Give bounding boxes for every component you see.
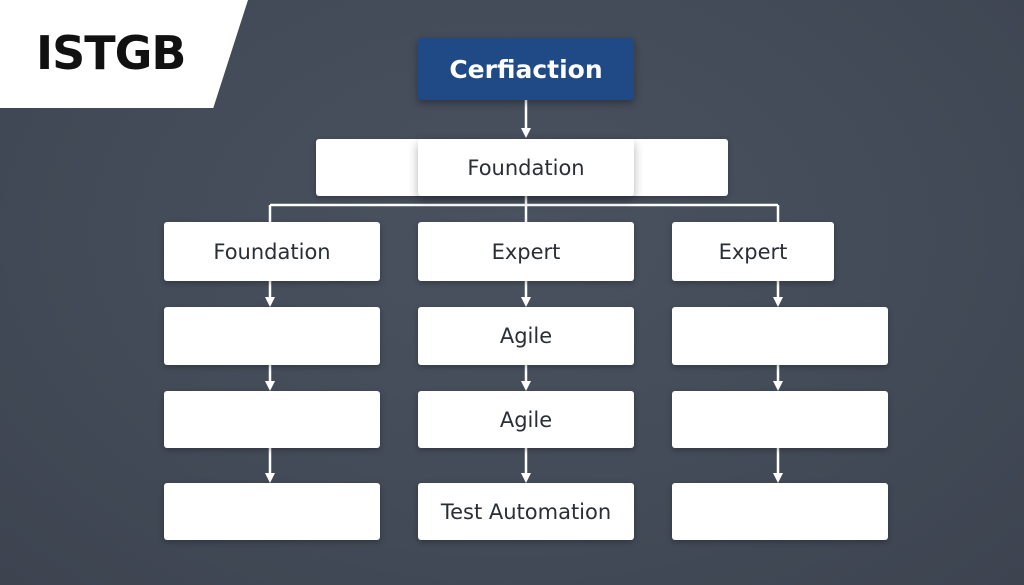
node-col2-item4: Test Automation: [418, 483, 634, 540]
node-col1-item3: [164, 391, 380, 448]
node-col2-item2: Agile: [418, 307, 634, 365]
node-col1-item1: Foundation: [164, 222, 380, 281]
node-col3-item4: [672, 483, 888, 540]
node-col2-item3: Agile: [418, 391, 634, 448]
node-col1-item2: [164, 307, 380, 365]
node-level1-foundation: Foundation: [418, 139, 634, 196]
node-col3-item1: Expert: [672, 222, 834, 281]
logo-panel: ISTGB: [0, 0, 248, 108]
node-col3-item2: [672, 307, 888, 365]
node-col1-item4: [164, 483, 380, 540]
node-col2-item1: Expert: [418, 222, 634, 281]
node-col3-item3: [672, 391, 888, 448]
node-root-certification: Cerfiaction: [418, 38, 634, 100]
logo-text: ISTGB: [36, 26, 186, 80]
